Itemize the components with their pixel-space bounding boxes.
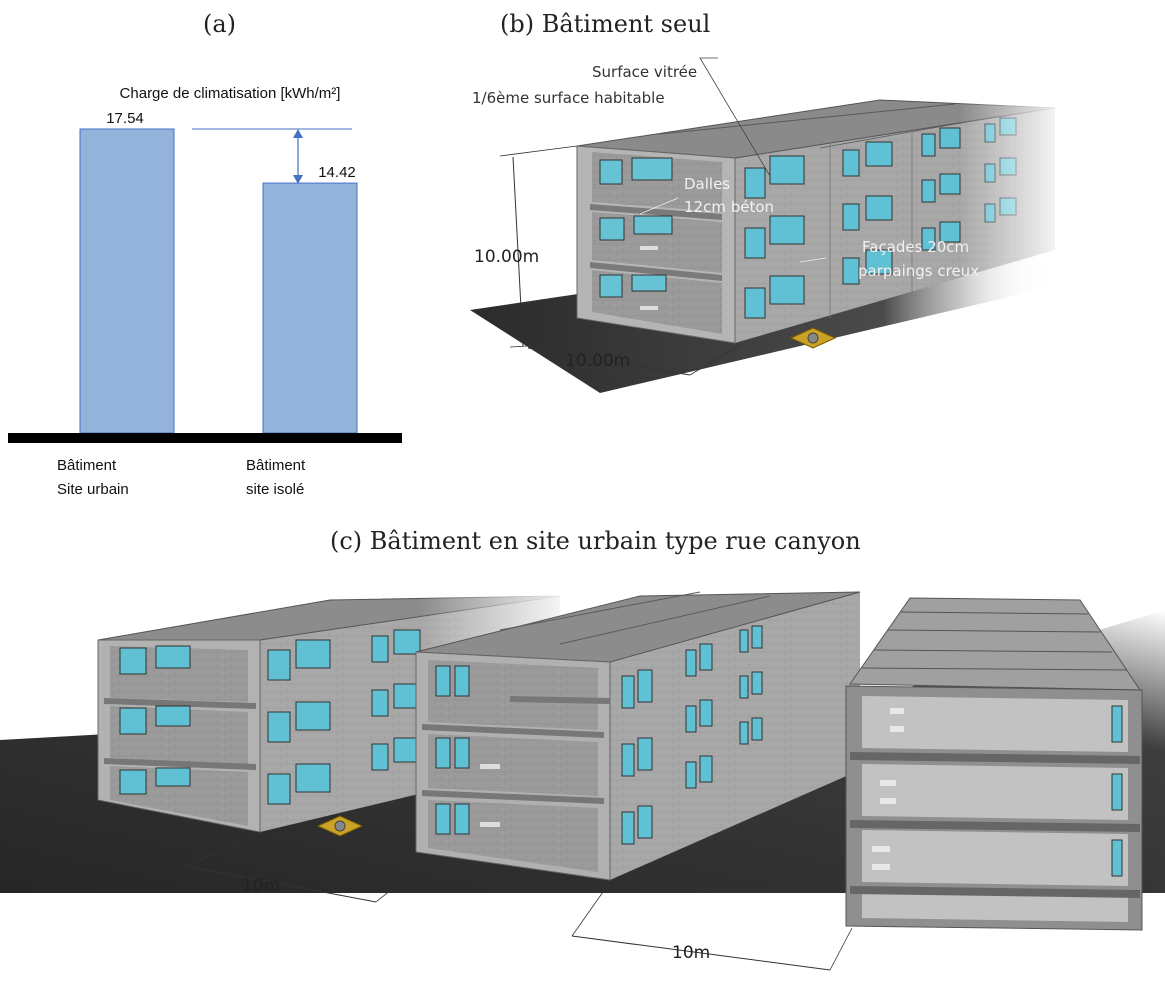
north-sun-marker-b — [789, 327, 837, 349]
arrow-head-up — [293, 129, 303, 138]
isolated-building: Surface vitrée 1/6ème surface habitable … — [470, 57, 1070, 393]
bar-1 — [79, 128, 175, 434]
street-dimension-line-2 — [571, 935, 831, 971]
north-sun-marker-c — [316, 815, 364, 837]
bar-value-label-2: 14.42 — [318, 164, 356, 181]
street-dimension-label-2: 10m — [672, 943, 710, 963]
roof-c3 — [849, 597, 1141, 691]
glazing-label-line2: 1/6ème surface habitable — [472, 89, 665, 107]
category-label-1-line-2: Site urbain — [57, 481, 129, 498]
width-dimension-line — [527, 347, 691, 376]
height-dimension-label: 10.00m — [474, 247, 539, 267]
width-dimension-label: 10.00m — [565, 351, 630, 371]
category-label-1-line-1: Bâtiment — [57, 457, 117, 474]
panel-b-title: (b) Bâtiment seul — [500, 10, 711, 38]
height-dimension-line — [512, 156, 524, 347]
category-label-2-line-2: site isolé — [246, 481, 304, 498]
arrow-head-down — [293, 175, 303, 184]
facade-label-line1: Façades 20cm — [862, 238, 969, 256]
slab-label-line2: 12cm béton — [684, 198, 774, 216]
street-dimension-label-1: 10m — [242, 876, 280, 896]
urban-canyon: 10m 10m — [0, 590, 1165, 971]
glazing-label-line1: Surface vitrée — [592, 63, 697, 81]
slab-label-line1: Dalles — [684, 175, 730, 193]
bar-value-label-1: 17.54 — [106, 110, 144, 127]
category-label-2-line-1: Bâtiment — [246, 457, 306, 474]
facade-label-line2: parpaings creux — [858, 262, 979, 280]
chart-baseline — [8, 433, 402, 443]
panel-a-title: (a) — [203, 10, 237, 38]
panel-c-title: (c) Bâtiment en site urbain type rue can… — [330, 527, 861, 555]
bar-2 — [262, 182, 358, 434]
street-dimension-line-1 — [185, 865, 377, 903]
chart-title: Charge de climatisation [kWh/m²] — [120, 85, 341, 102]
